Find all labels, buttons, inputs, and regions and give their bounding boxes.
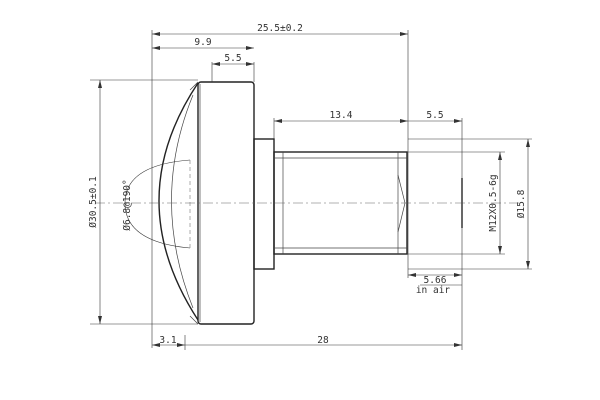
rear-glass-line	[397, 174, 406, 233]
fov-arc	[124, 159, 191, 249]
lens-body	[95, 81, 520, 325]
lens-dome	[158, 82, 199, 321]
flange-chamfer-top	[189, 81, 199, 91]
dim-thread-spec: M12X0.5-6g	[488, 174, 499, 231]
flange-chamfer-bottom	[189, 315, 199, 325]
dim-back-focal-note: in air	[416, 285, 451, 296]
dim-outer-diameter: Ø30.5±0.1	[88, 176, 99, 228]
dimension-labels: 25.5±0.2 9.9 5.5 13.4 5.5 5.66 in air 3.…	[88, 23, 527, 346]
dim-front-length: 9.9	[194, 37, 211, 48]
dim-rear-diameter: Ø15.8	[516, 189, 527, 218]
dim-rear-offset: 5.5	[426, 110, 443, 121]
dimension-lines	[98, 32, 530, 347]
dim-flange-width: 5.5	[224, 53, 241, 64]
lens-collar	[253, 138, 275, 270]
dim-total-length: 28	[317, 335, 329, 346]
dim-overall-length: 25.5±0.2	[257, 23, 303, 34]
dim-thread-length: 13.4	[330, 110, 353, 121]
extension-lines	[90, 30, 532, 350]
dim-field-of-view: Ø6.8@190°	[122, 179, 133, 230]
dome-inner-line	[171, 94, 194, 309]
dim-lens-sag: 3.1	[159, 335, 176, 346]
dim-back-focal: 5.66	[424, 275, 447, 286]
